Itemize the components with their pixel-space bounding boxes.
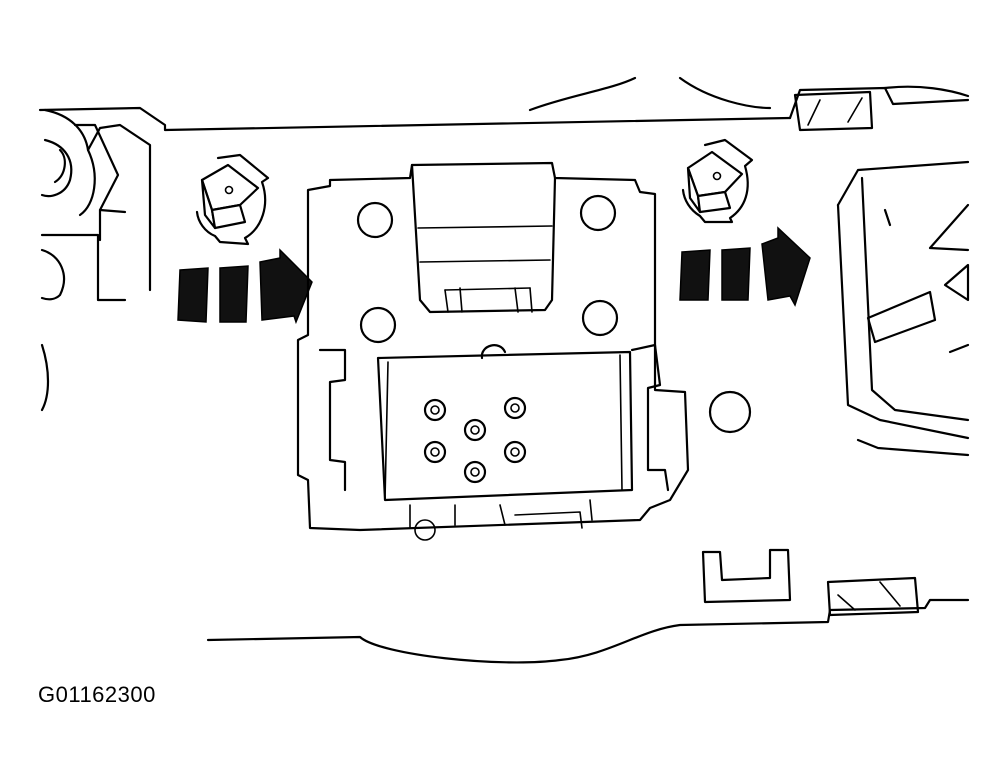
bottom-slot: [701, 548, 792, 604]
connector-pin: [503, 396, 527, 420]
connector-pin: [463, 460, 487, 484]
connector-pin: [503, 440, 527, 464]
switch-module: [296, 161, 690, 541]
adjacent-switch-housing: [836, 160, 970, 457]
left-retaining-clip-icon: [195, 153, 270, 246]
connector-pin: [423, 440, 447, 464]
right-retaining-clip-icon: [681, 138, 754, 224]
mounting-hole: [708, 390, 752, 434]
bottom-tab: [826, 576, 920, 617]
connector-pin-group: [423, 396, 527, 484]
left-partial-component: [40, 108, 152, 302]
right-rotation-arrow-icon: [679, 226, 811, 307]
top-right-tab: [793, 90, 874, 132]
connector-pin: [423, 398, 447, 422]
left-rotation-arrow-icon: [177, 248, 313, 325]
figure-id-label: G01162300: [38, 682, 156, 707]
connector-pin: [463, 418, 487, 442]
panel-outline: [38, 76, 970, 664]
